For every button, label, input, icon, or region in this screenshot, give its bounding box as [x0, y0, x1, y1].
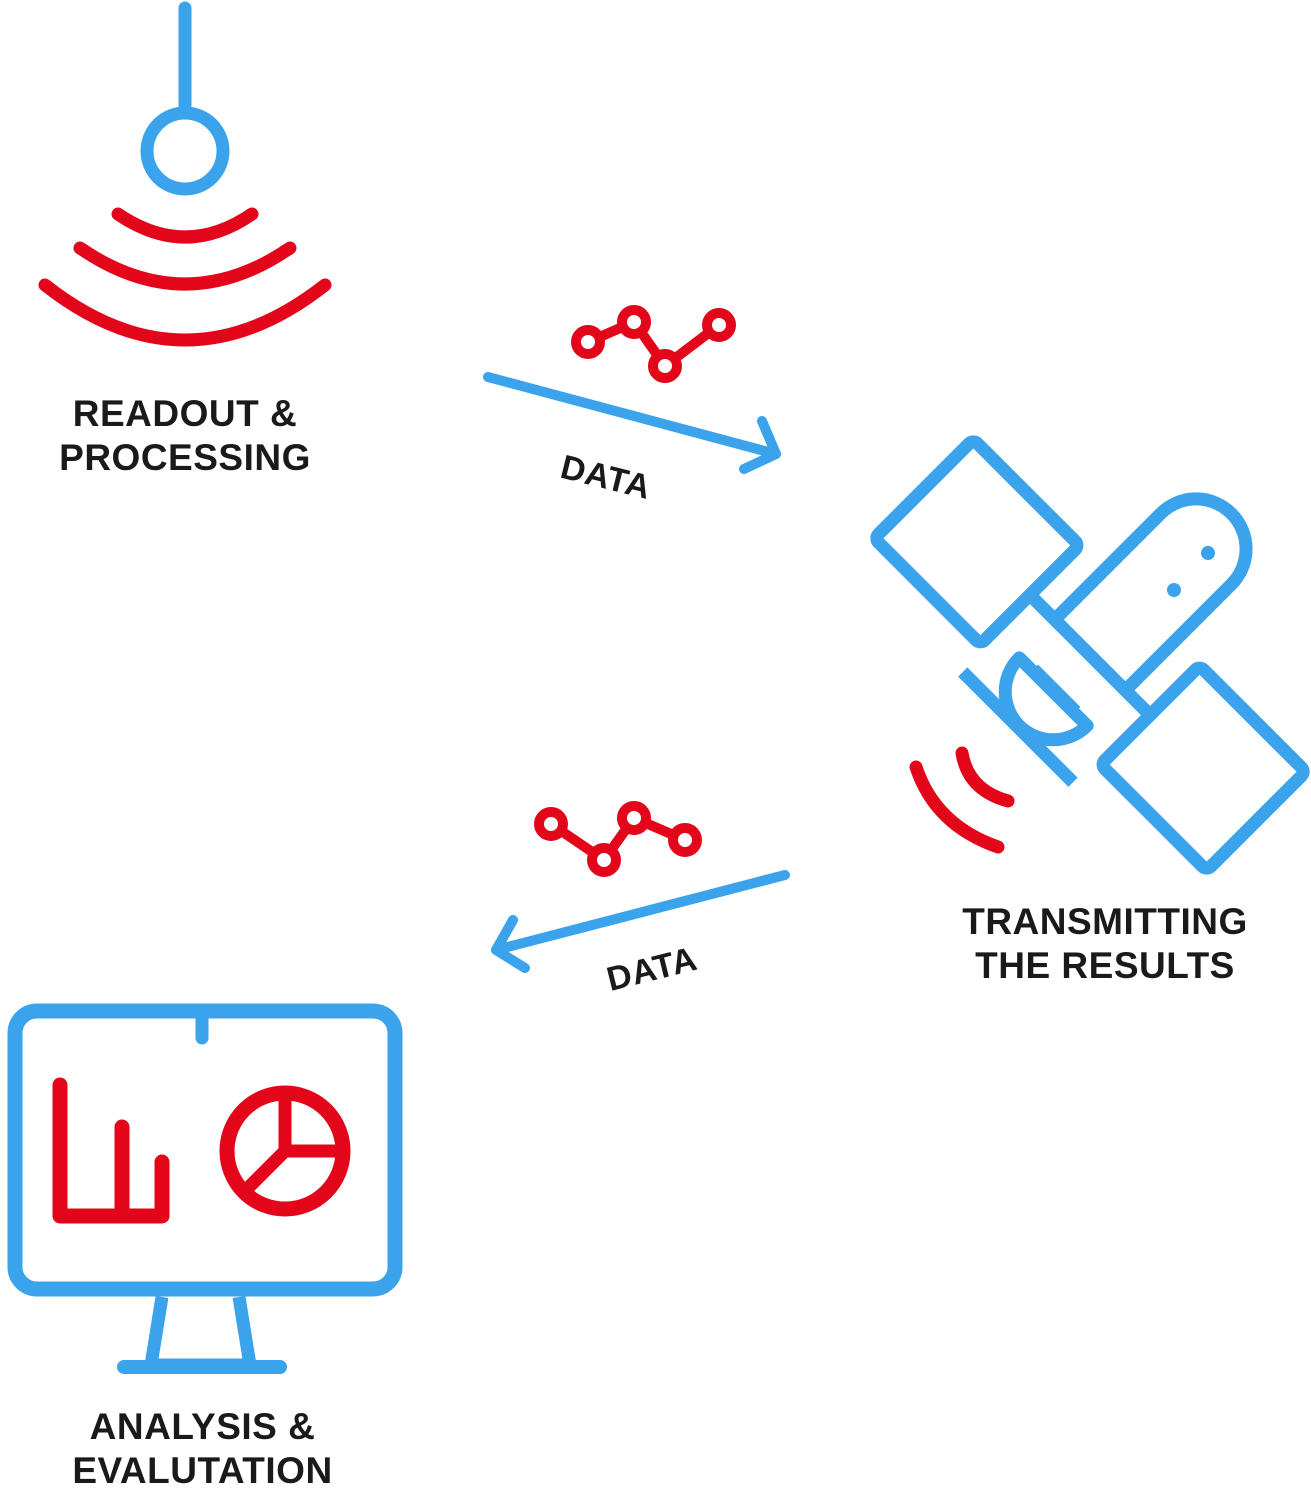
- analysis-label-line1: ANALYSIS &: [89, 1406, 316, 1447]
- readout-label-line1: READOUT &: [72, 393, 298, 434]
- data-graph-icon: [534, 801, 702, 877]
- transmit-label-line2: THE RESULTS: [975, 945, 1235, 986]
- readout-label: READOUT & PROCESSING: [35, 392, 335, 480]
- analysis-label-line2: EVALUTATION: [72, 1450, 333, 1491]
- antenna-signal-icon: [38, 1, 332, 347]
- transmit-label: TRANSMITTING THE RESULTS: [930, 900, 1280, 988]
- readout-label-line2: PROCESSING: [59, 437, 311, 478]
- analysis-label: ANALYSIS & EVALUTATION: [30, 1405, 375, 1493]
- transmit-label-line1: TRANSMITTING: [962, 901, 1248, 942]
- monitor-charts-icon: [7, 1003, 403, 1374]
- satellite-icon: [870, 435, 1310, 875]
- arrow-to-satellite: [483, 372, 781, 474]
- data-graph-icon: [571, 305, 736, 383]
- arrow-to-monitor: [491, 870, 790, 973]
